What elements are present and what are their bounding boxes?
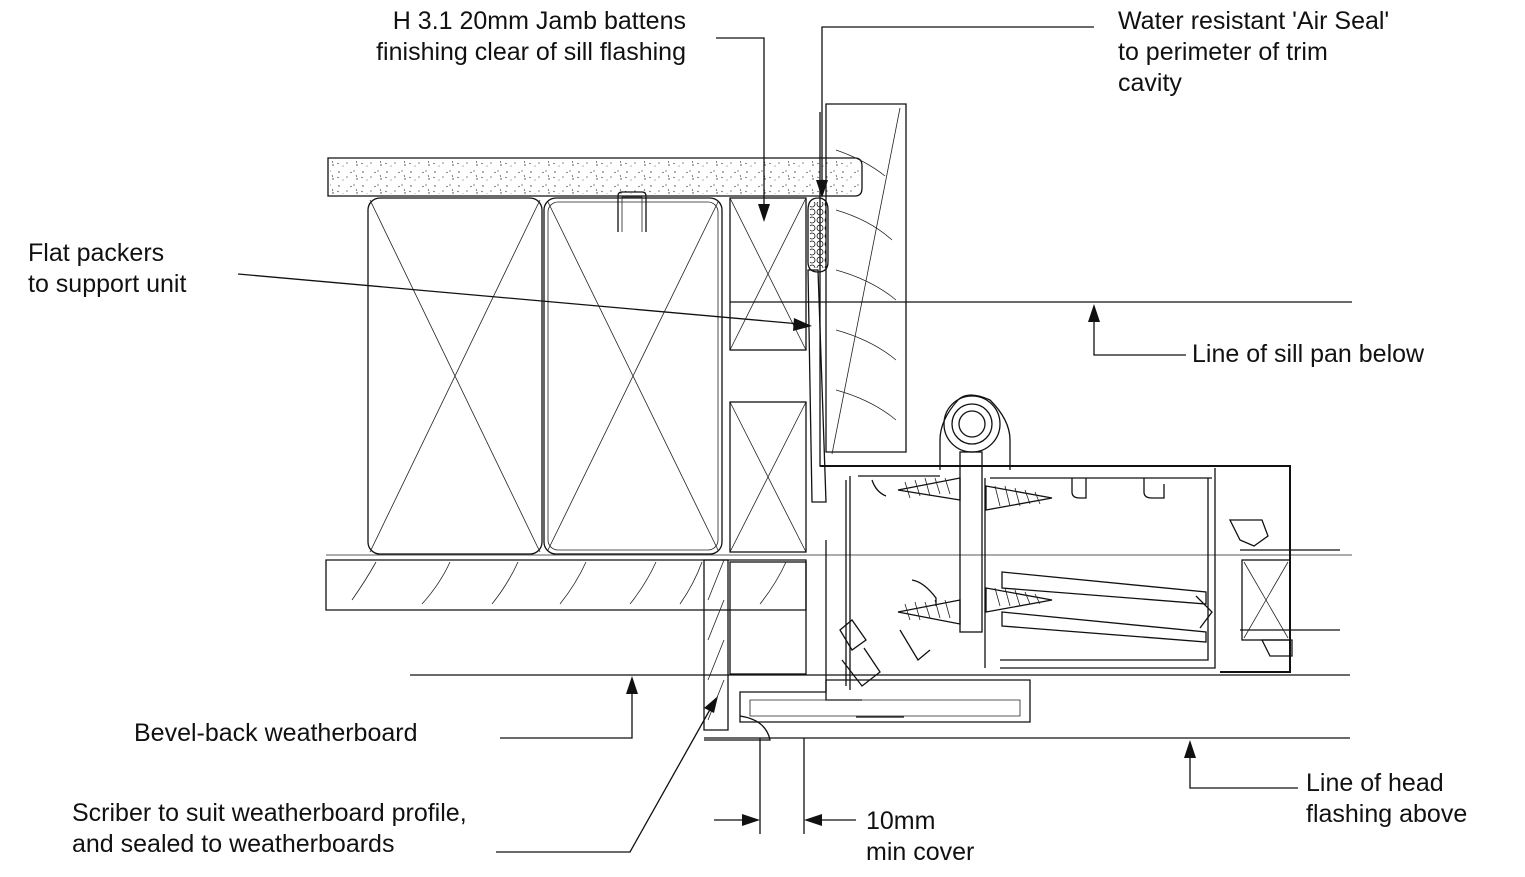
cover-dimension-marks xyxy=(714,738,856,834)
glazing-bead-clip xyxy=(911,394,1011,633)
air-seal xyxy=(807,197,829,273)
jamb-batten-lower xyxy=(729,401,807,553)
label-line: Scriber to suit weatherboard profile, xyxy=(72,799,467,827)
label-head-flashing: Line of head flashing above xyxy=(1306,768,1467,830)
interior-lining-board xyxy=(327,157,863,197)
label-line: H 3.1 20mm Jamb battens xyxy=(392,7,686,35)
leader-head-flashing xyxy=(1184,740,1298,789)
label-line: and sealed to weatherboards xyxy=(72,830,395,858)
leader-air-seal xyxy=(816,26,1094,198)
timber-stud-left xyxy=(367,197,543,555)
fixing-screws xyxy=(897,477,1053,625)
label-sill-pan: Line of sill pan below xyxy=(1192,339,1424,370)
label-scriber: Scriber to suit weatherboard profile, an… xyxy=(72,798,467,860)
label-line: flashing above xyxy=(1306,800,1468,828)
leader-flat-packers xyxy=(237,273,812,331)
label-weatherboard: Bevel-back weatherboard xyxy=(134,718,418,749)
label-line: min cover xyxy=(866,838,975,866)
label-line: Line of sill pan below xyxy=(1192,340,1425,368)
label-line: 10mm xyxy=(866,807,936,835)
leader-sill-pan xyxy=(1088,304,1186,356)
label-line: to support unit xyxy=(28,270,187,298)
scriber xyxy=(703,559,771,741)
label-line: finishing clear of sill flashing xyxy=(376,38,686,66)
timber-stud-right xyxy=(543,191,723,555)
label-line: Flat packers xyxy=(28,239,165,267)
label-line: Line of head xyxy=(1306,769,1444,797)
label-line: Bevel-back weatherboard xyxy=(134,719,418,747)
label-flat-packers: Flat packers to support unit xyxy=(28,238,186,300)
label-jamb-battens: H 3.1 20mm Jamb battens finishing clear … xyxy=(318,6,686,68)
label-line: to perimeter of trim xyxy=(1118,38,1328,66)
leader-weatherboard xyxy=(500,676,638,739)
jamb-batten-upper xyxy=(729,197,807,351)
bevel-back-weatherboard xyxy=(325,554,1352,675)
leader-jamb-battens xyxy=(716,37,770,222)
label-air-seal: Water resistant 'Air Seal' to perimeter … xyxy=(1118,6,1389,99)
leader-scriber xyxy=(496,696,718,853)
label-line: cavity xyxy=(1118,69,1182,97)
label-line: Water resistant 'Air Seal' xyxy=(1118,7,1390,35)
label-cover-dimension: 10mm min cover xyxy=(866,806,974,868)
sill-extrusion xyxy=(739,679,1031,723)
aluminium-window-frame xyxy=(820,465,1293,701)
flat-packer xyxy=(807,269,827,503)
